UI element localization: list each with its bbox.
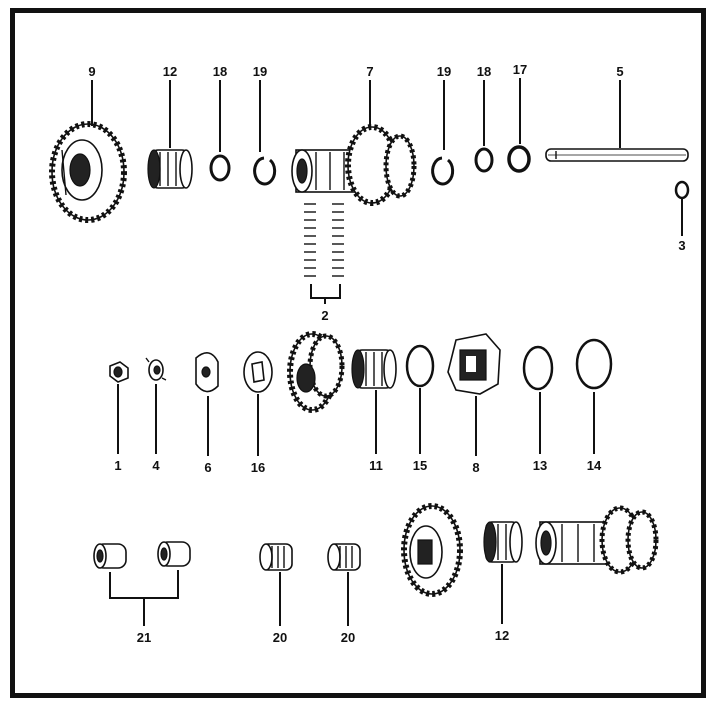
callout-18-left: 18 (213, 64, 227, 79)
washer-16-icon (243, 351, 273, 393)
gear-row2-icon (287, 331, 345, 413)
callout-19-left: 19 (253, 64, 267, 79)
tab-washer-4-icon (145, 357, 167, 381)
oring-3-icon (674, 180, 690, 200)
bearing-11-icon (351, 349, 397, 389)
springs-2-icon (304, 203, 344, 277)
circlip-19-icon (253, 156, 277, 186)
callout-9: 9 (88, 64, 95, 79)
callout-11: 11 (369, 458, 383, 473)
ring-15-icon (405, 344, 435, 388)
callout-19-right: 19 (437, 64, 451, 79)
ring-14-icon (575, 338, 613, 390)
callout-1: 1 (114, 458, 121, 473)
circlip-19b-icon (431, 156, 455, 186)
needle-bearing-20b-icon (327, 543, 361, 571)
callout-16: 16 (251, 460, 265, 475)
callout-14: 14 (587, 458, 602, 473)
washer-18b-icon (474, 147, 494, 173)
bushing-21a-icon (93, 543, 127, 569)
bushing-21b-icon (157, 541, 191, 567)
bearing-12-icon (147, 149, 193, 189)
washer-17-icon (507, 145, 531, 173)
bearing-12b-icon (483, 521, 523, 563)
nut-1-icon (109, 361, 129, 383)
callout-18-right: 18 (477, 64, 491, 79)
cam-plate-6-icon (195, 352, 219, 393)
callout-3: 3 (678, 238, 685, 253)
callout-20-left: 20 (273, 630, 287, 645)
bracket-21 (109, 570, 179, 626)
ring-13-icon (522, 345, 554, 391)
callout-13: 13 (533, 458, 547, 473)
callout-8: 8 (472, 460, 479, 475)
needle-bearing-20a-icon (259, 543, 293, 571)
callout-17: 17 (513, 62, 527, 77)
callout-7: 7 (366, 64, 373, 79)
callout-15: 15 (413, 458, 427, 473)
callout-6: 6 (204, 460, 211, 475)
layshaft-cluster-icon (535, 505, 659, 575)
callout-12-bottom: 12 (495, 628, 509, 643)
bracket-2 (310, 284, 341, 304)
washer-18-icon (209, 154, 231, 182)
callout-4: 4 (152, 458, 160, 473)
callout-5: 5 (616, 64, 623, 79)
shaft-5-icon (545, 148, 689, 162)
gear-cluster-7-icon (291, 124, 417, 206)
gear-9-icon (49, 121, 127, 223)
callout-2: 2 (321, 308, 328, 323)
callout-21: 21 (137, 630, 151, 645)
callout-20-right: 20 (341, 630, 355, 645)
callout-12-top: 12 (163, 64, 177, 79)
selector-drum-8-icon (447, 333, 501, 395)
gear-row3-icon (401, 503, 463, 597)
